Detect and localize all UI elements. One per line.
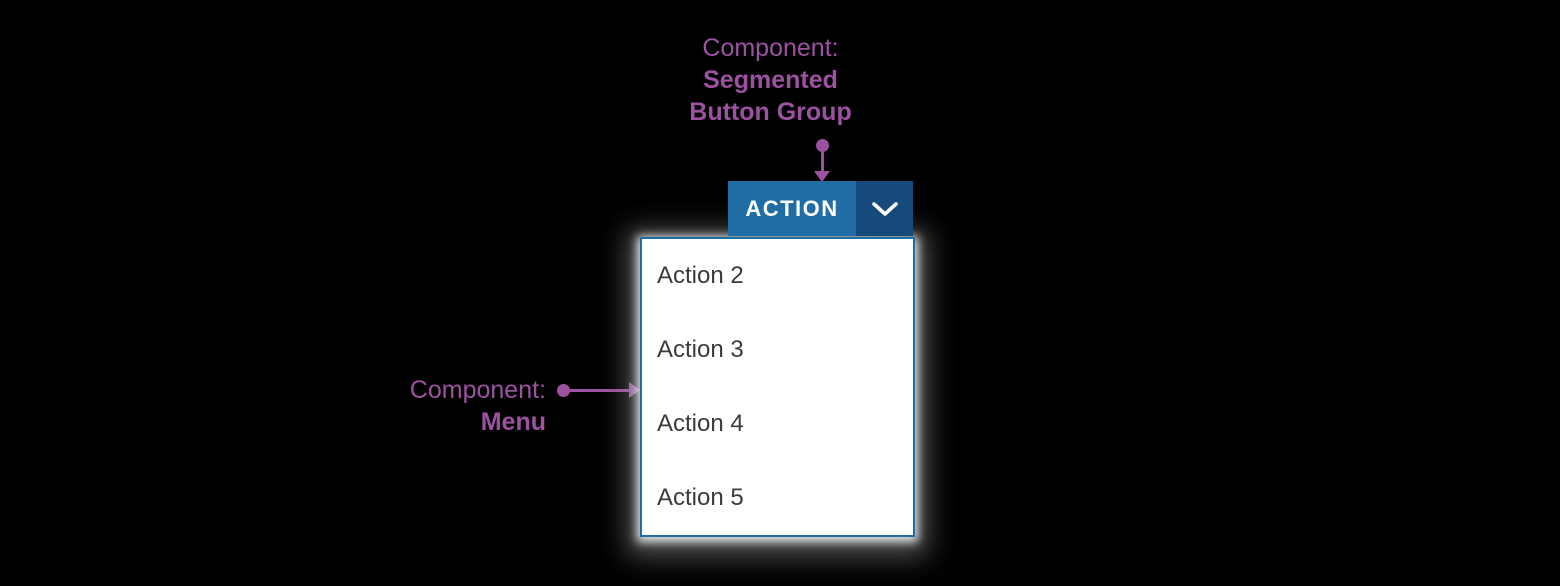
annotation-line: Component: bbox=[409, 376, 546, 404]
dropdown-menu: Action 2 Action 3 Action 4 Action 5 bbox=[640, 237, 915, 537]
menu-item-action-2[interactable]: Action 2 bbox=[657, 262, 744, 289]
connector-dot bbox=[816, 139, 829, 152]
segmented-button-group: ACTION bbox=[728, 181, 913, 236]
menu-item-action-5[interactable]: Action 5 bbox=[657, 484, 744, 511]
action-button[interactable]: ACTION bbox=[728, 181, 856, 236]
annotation-menu: Component: Menu bbox=[330, 374, 546, 438]
annotation-line: Button Group bbox=[689, 98, 852, 126]
annotation-line: Menu bbox=[480, 408, 546, 436]
connector-line bbox=[568, 389, 630, 392]
menu-item-action-4[interactable]: Action 4 bbox=[657, 410, 744, 437]
chevron-down-icon bbox=[871, 201, 899, 217]
annotation-line: Segmented bbox=[703, 66, 838, 94]
connector-line bbox=[821, 150, 824, 172]
menu-item-action-3[interactable]: Action 3 bbox=[657, 336, 744, 363]
arrow-down-icon bbox=[814, 171, 830, 182]
dropdown-toggle-button[interactable] bbox=[856, 181, 913, 236]
annotation-line: Component: bbox=[702, 34, 839, 62]
arrow-right-icon bbox=[629, 382, 640, 398]
connector-dot bbox=[557, 384, 570, 397]
annotation-segmented-button-group: Component: Segmented Button Group bbox=[648, 32, 893, 128]
